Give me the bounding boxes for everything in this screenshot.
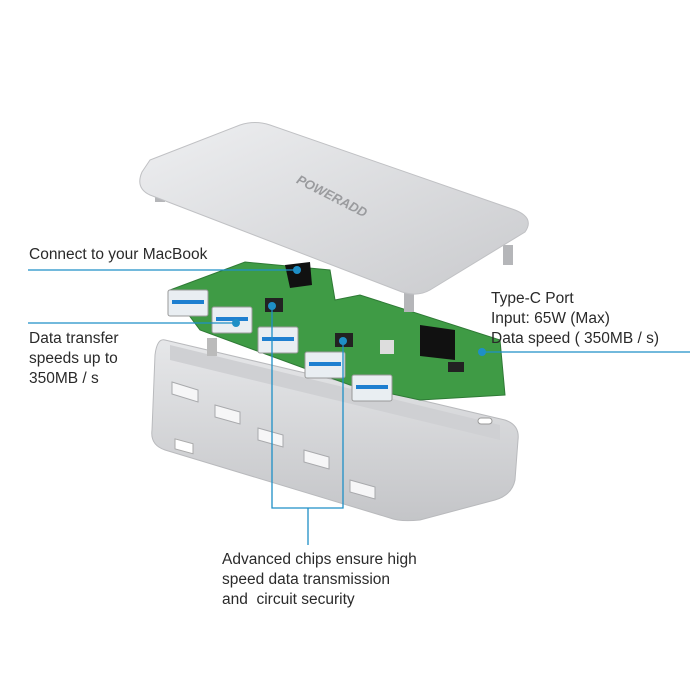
base-shell bbox=[151, 338, 519, 522]
chips-callout: Advanced chips ensure high speed data tr… bbox=[222, 550, 417, 610]
callout-line: Data speed ( 350MB / s) bbox=[491, 330, 659, 347]
chip-dot-2 bbox=[339, 337, 347, 345]
callout-line: speeds up to bbox=[29, 350, 118, 367]
callout-line: 350MB / s bbox=[29, 370, 99, 387]
data-transfer-callout: Data transfer speeds up to 350MB / s bbox=[29, 329, 119, 389]
callout-line: Advanced chips ensure high bbox=[222, 551, 417, 568]
callout-line: Type-C Port bbox=[491, 290, 574, 307]
callout-line: and circuit security bbox=[222, 591, 355, 608]
macbook-port-dot bbox=[293, 266, 301, 274]
circuit-board bbox=[167, 261, 506, 402]
usb-port-dot bbox=[232, 319, 240, 327]
lid: POWERADD bbox=[139, 122, 529, 312]
callout-line: speed data transmission bbox=[222, 571, 391, 588]
callout-line: Data transfer bbox=[29, 330, 119, 347]
chip-dot-1 bbox=[268, 302, 276, 310]
callout-lines bbox=[28, 269, 690, 545]
type-c-callout: Type-C Port Input: 65W (Max) Data speed … bbox=[491, 289, 659, 349]
type-c-port-dot bbox=[478, 348, 486, 356]
callout-line: Input: 65W (Max) bbox=[491, 310, 610, 327]
macbook-callout: Connect to your MacBook bbox=[29, 246, 208, 263]
callout-dots bbox=[232, 266, 486, 356]
